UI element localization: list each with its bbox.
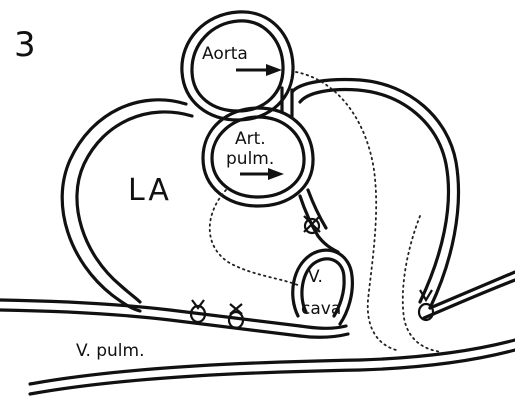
art-pulm-label-line2: pulm. bbox=[226, 149, 274, 169]
aorta-flow-arrow bbox=[236, 64, 282, 76]
art-pulm-label-line1: Art. bbox=[235, 129, 266, 149]
pulmonary-vein-wall bbox=[0, 300, 348, 337]
suture-lower-left bbox=[191, 300, 205, 322]
figure-number: 3 bbox=[14, 25, 36, 65]
v-pulm-label: V. pulm. bbox=[76, 341, 145, 361]
suture-lower-middle bbox=[229, 304, 243, 328]
pulmonary-flow-arrow bbox=[240, 168, 284, 180]
la-label: LA bbox=[128, 173, 172, 208]
right-chamber-wall bbox=[292, 80, 515, 319]
aorta-label: Aorta bbox=[202, 44, 248, 64]
v-cava-label-line1: V. bbox=[308, 267, 323, 287]
dotted-incision-far-right bbox=[403, 216, 442, 352]
v-cava-label-line2: cava bbox=[301, 299, 341, 319]
suture-upper bbox=[304, 216, 320, 233]
aorta-vessel bbox=[182, 12, 293, 120]
